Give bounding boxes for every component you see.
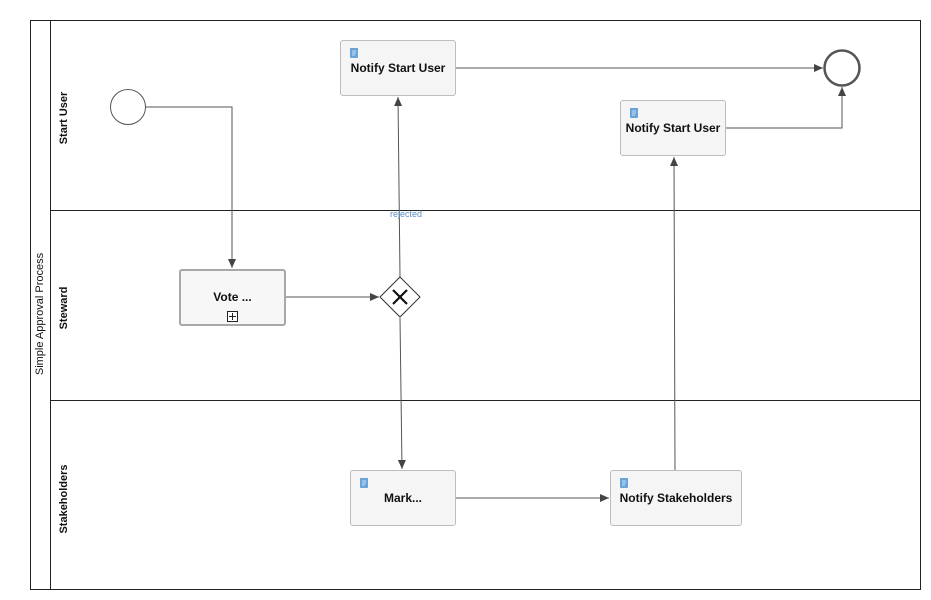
exclusive-gateway[interactable] <box>379 276 421 318</box>
plus-icon[interactable] <box>227 311 238 322</box>
lane-separator <box>50 210 921 211</box>
flow-gateway-rejected[interactable] <box>394 96 403 278</box>
task-label: Mark... <box>383 491 422 505</box>
task-label: Vote ... <box>213 289 252 304</box>
task-notify-start-user-2[interactable]: Notify Start User <box>620 100 726 156</box>
script-icon <box>630 108 638 118</box>
end-event[interactable] <box>823 49 861 87</box>
script-icon <box>360 478 368 488</box>
task-label: Notify Start User <box>625 121 721 135</box>
flow-label-rejected: rejected <box>390 209 423 219</box>
flow-stakeholders-to-notify-user[interactable] <box>670 156 679 471</box>
script-icon <box>350 48 358 58</box>
pool-frame[interactable] <box>30 20 921 590</box>
flow-gateway-to-mark[interactable] <box>397 317 406 470</box>
flow-start-to-vote[interactable] <box>146 106 236 268</box>
start-event[interactable] <box>110 89 146 125</box>
pool-header <box>30 20 51 590</box>
exclusive-gateway-x-icon <box>392 289 408 305</box>
task-notify-stakeholders[interactable]: Notify Stakeholders <box>610 470 742 526</box>
task-mark[interactable]: Mark... <box>350 470 456 526</box>
task-label: Notify Stakeholders <box>619 491 733 505</box>
task-notify-start-user-1[interactable]: Notify Start User <box>340 40 456 96</box>
script-icon <box>620 478 628 488</box>
subprocess-vote[interactable]: Vote ... <box>179 269 286 326</box>
lane-separator <box>50 400 921 401</box>
task-label: Notify Start User <box>350 61 446 75</box>
flow-notify-user-2-to-end[interactable] <box>726 87 846 129</box>
